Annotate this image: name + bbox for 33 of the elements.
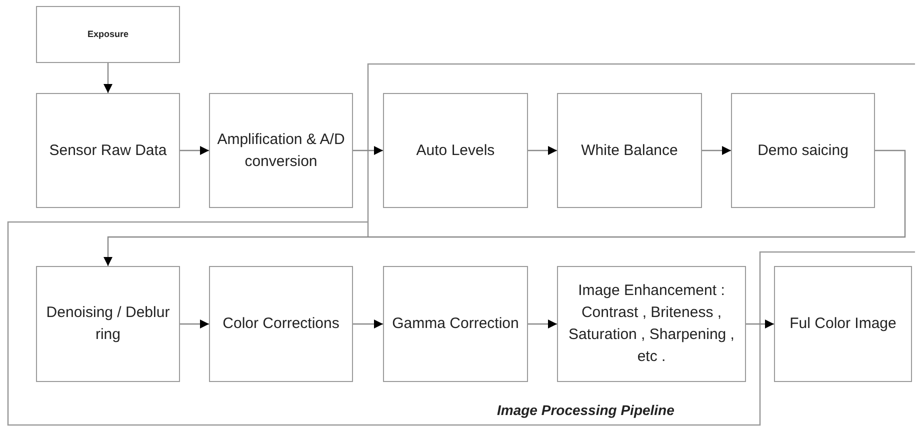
process-box xyxy=(557,266,746,382)
arrow xyxy=(746,320,774,328)
arrow xyxy=(180,320,209,328)
process-box xyxy=(774,266,912,382)
box-text: Ful Color Image xyxy=(790,314,896,334)
box-text: White Balance xyxy=(581,140,678,160)
arrow xyxy=(702,146,731,155)
box-text: Amplification & A/D conversion xyxy=(216,130,346,172)
arrow xyxy=(180,146,209,155)
arrow xyxy=(104,63,112,93)
box-text: Exposure xyxy=(87,28,128,40)
box-text: Sensor Raw Data xyxy=(49,140,167,160)
box-text: Auto Levels xyxy=(416,140,495,160)
process-box xyxy=(731,93,875,208)
arrow xyxy=(528,320,557,328)
process-box xyxy=(36,93,180,208)
arrow xyxy=(353,320,383,328)
process-box xyxy=(209,266,353,382)
arrow xyxy=(104,150,906,266)
process-box xyxy=(36,6,180,63)
process-box xyxy=(209,93,353,208)
pipeline-title: Image Processing Pipeline xyxy=(497,401,674,420)
box-text: Demo saicing xyxy=(758,140,848,160)
box-text: Gamma Correction xyxy=(392,314,519,334)
process-box xyxy=(383,93,528,208)
process-box xyxy=(36,266,180,382)
box-text: Image Enhancement : Contrast , Briteness , Saturation , Sharpening , etc . xyxy=(568,281,736,367)
process-box xyxy=(383,266,528,382)
box-text: Denoising / Deblur ring xyxy=(45,303,171,345)
box-text: Color Corrections xyxy=(222,314,340,334)
arrow xyxy=(528,146,557,155)
process-box xyxy=(557,93,702,208)
arrow xyxy=(353,146,383,155)
